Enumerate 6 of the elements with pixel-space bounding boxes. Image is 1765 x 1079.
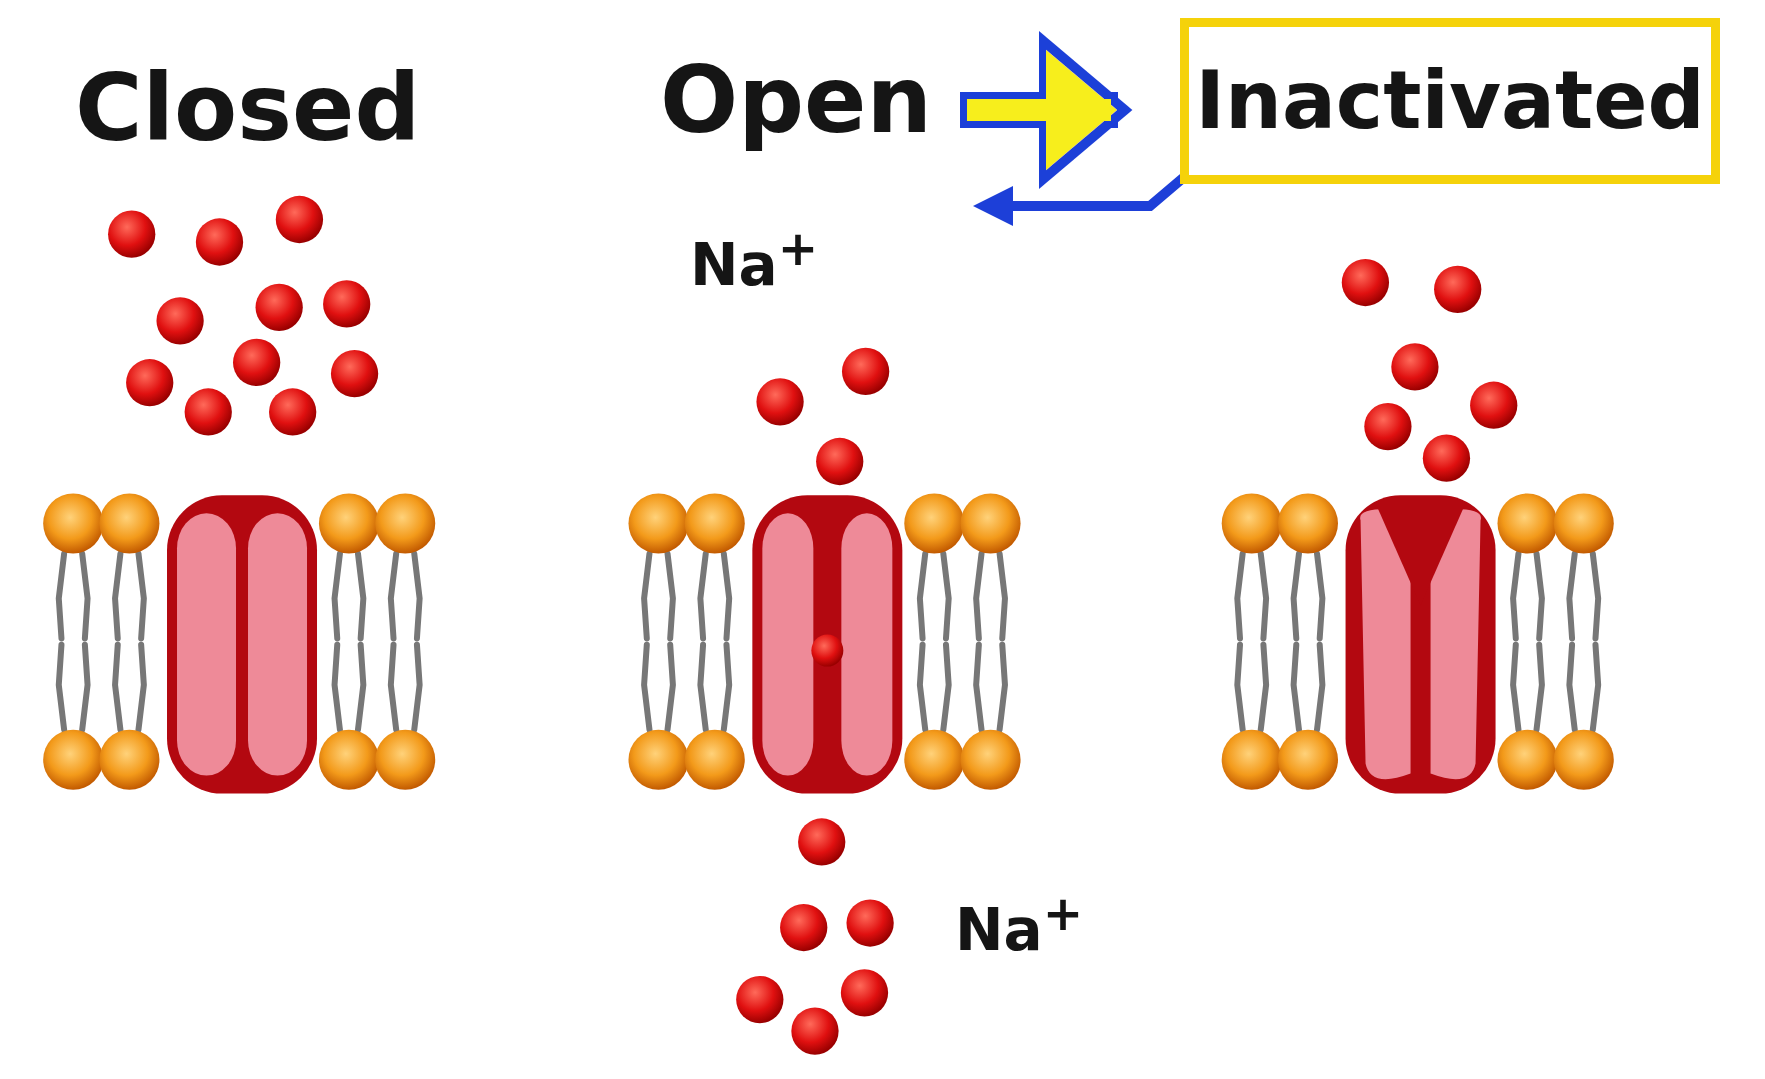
ion-label: Na$^{+}$ [690, 220, 819, 300]
arrow [960, 30, 1133, 190]
state-box [1180, 18, 1720, 184]
state-label: Inactivated [1195, 61, 1705, 141]
state-label: Closed [75, 55, 421, 162]
ion-label: Na$^{+}$ [955, 885, 1084, 965]
